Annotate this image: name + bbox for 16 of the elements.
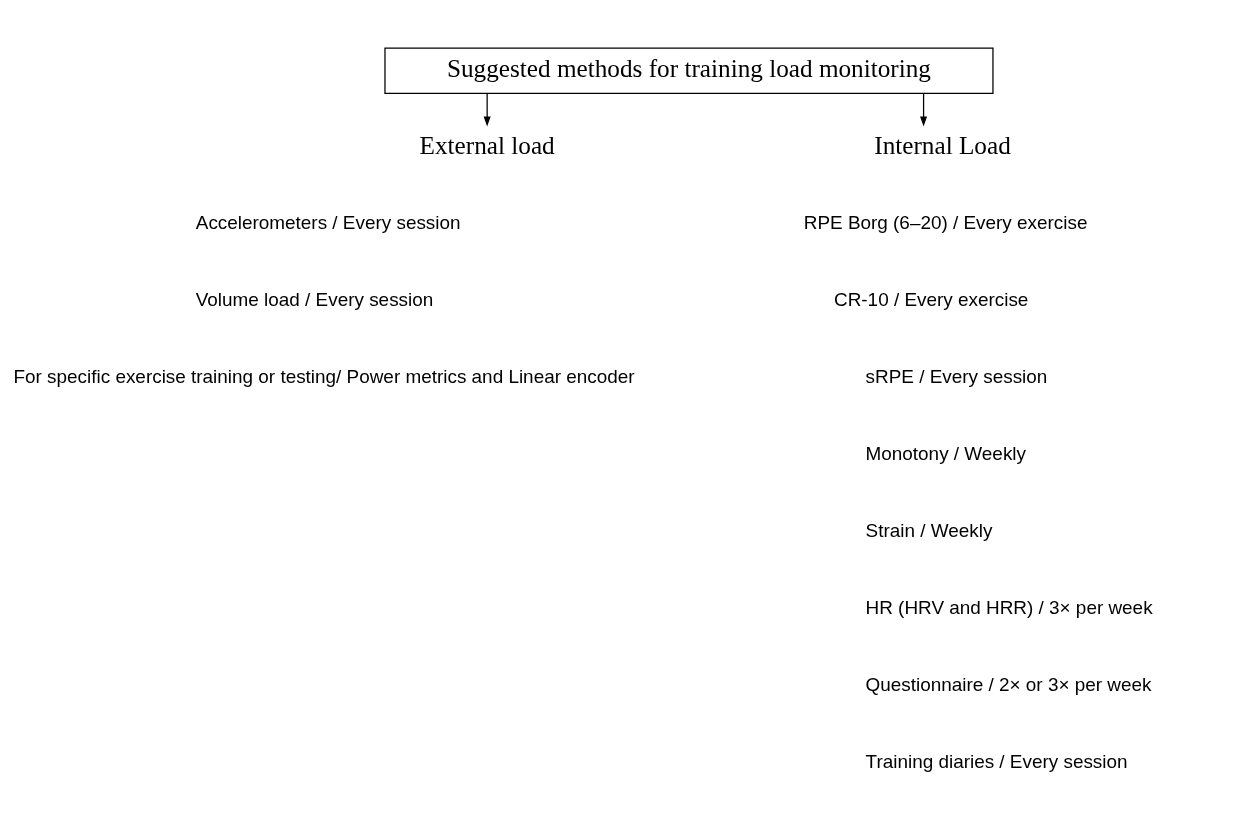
node-text: External load — [419, 132, 555, 159]
label: RPE Borg (6–20) / Every exercise — [803, 212, 1088, 234]
label: Training diaries / Every session — [865, 750, 1128, 772]
label: Volume load / Every session — [195, 289, 434, 310]
label: Accelerometers / Every session — [195, 212, 461, 234]
arrow — [920, 93, 928, 127]
label: CR-10 / Every exercise — [834, 289, 1029, 310]
label: Questionnaire / 2× or 3× per week — [865, 673, 1152, 695]
arrow — [483, 93, 491, 127]
label: For specific exercise training or testing/ Power metrics and Linear encoder — [13, 365, 635, 387]
node-box: Suggested methods for training load monitoring — [384, 47, 994, 95]
label: sRPE / Every session — [865, 365, 1048, 387]
label: Monotony / Weekly — [865, 442, 1026, 464]
label: Strain / Weekly — [865, 519, 993, 541]
node-text: Internal Load — [874, 132, 1011, 159]
label: HR (HRV and HRR) / 3× per week — [865, 596, 1153, 618]
